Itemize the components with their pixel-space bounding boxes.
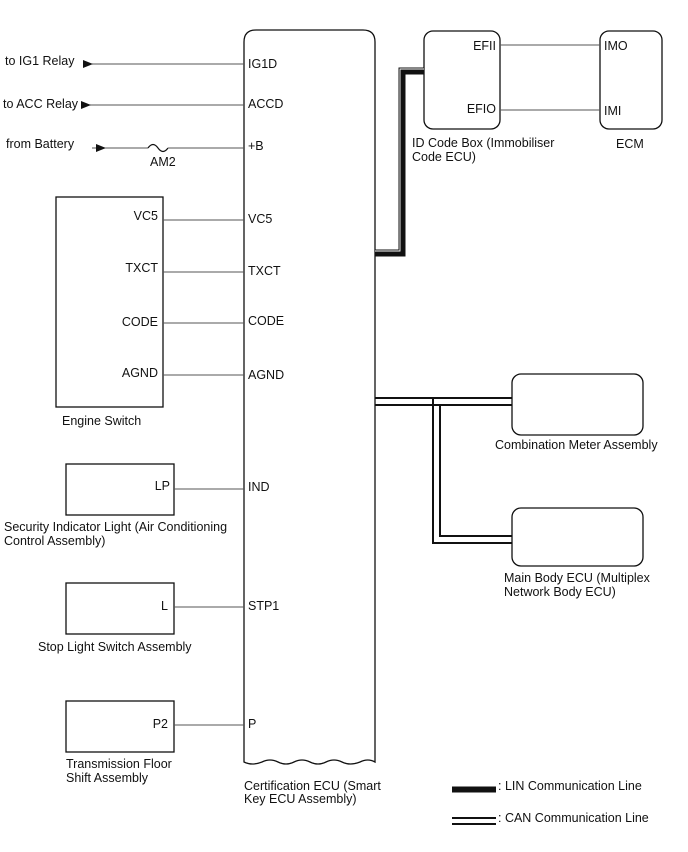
stop-light-switch-label: Stop Light Switch Assembly <box>38 640 192 654</box>
certification-ecu-label-1: Certification ECU (Smart <box>244 779 381 793</box>
ecu-pin-vc5: VC5 <box>248 212 272 226</box>
id-code-box-label-2: Code ECU) <box>412 150 476 164</box>
certification-ecu-label-2: Key ECU Assembly) <box>244 792 357 806</box>
fuse-icon <box>147 143 169 153</box>
acc-relay-label: to ACC Relay <box>3 97 79 111</box>
id-code-box-label-1: ID Code Box (Immobiliser <box>412 136 554 150</box>
ecm-pin-imo: IMO <box>604 39 628 53</box>
battery-label: from Battery <box>6 137 75 151</box>
ecm-box <box>599 30 663 130</box>
legend-lin-label: : LIN Communication Line <box>498 779 642 793</box>
legend-can-swatch <box>452 817 496 825</box>
transmission-shift-label-2: Shift Assembly <box>66 771 149 785</box>
main-body-ecu-box <box>511 507 644 567</box>
lin-line-gap <box>375 68 424 252</box>
security-indicator-pin-lp: LP <box>155 479 170 493</box>
engine-switch-pin-vc5: VC5 <box>134 209 158 223</box>
engine-switch-pin-txct: TXCT <box>125 261 158 275</box>
legend-can-label: : CAN Communication Line <box>498 811 649 825</box>
main-body-ecu-label-2: Network Body ECU) <box>504 585 616 599</box>
combination-meter-box <box>511 373 644 436</box>
ecu-pin-txct: TXCT <box>248 264 281 278</box>
stop-light-switch-box <box>65 582 175 635</box>
stop-light-switch-pin-l: L <box>161 599 168 613</box>
security-indicator-box <box>65 463 175 516</box>
ecu-pin-b: +B <box>248 139 264 153</box>
engine-switch-box <box>55 196 164 408</box>
combination-meter-label: Combination Meter Assembly <box>495 438 658 452</box>
ecu-pin-ig1d: IG1D <box>248 57 277 71</box>
security-indicator-label-2: Control Assembly) <box>4 534 105 548</box>
transmission-shift-label-1: Transmission Floor <box>66 757 172 771</box>
ecu-pin-accd: ACCD <box>248 97 283 111</box>
engine-switch-label: Engine Switch <box>62 414 141 428</box>
main-body-ecu-label-1: Main Body ECU (Multiplex <box>504 571 651 585</box>
legend-lin-swatch <box>452 785 496 793</box>
security-indicator-label-1: Security Indicator Light (Air Conditioni… <box>4 520 227 534</box>
transmission-shift-box <box>65 700 175 753</box>
id-code-box-pin-efio: EFIO <box>467 102 496 116</box>
ecu-pin-agnd: AGND <box>248 368 284 382</box>
id-code-box <box>423 30 501 130</box>
ig1-relay-label: to IG1 Relay <box>5 54 75 68</box>
engine-switch-pin-code: CODE <box>122 315 158 329</box>
can-bus-lines <box>375 397 512 544</box>
fuse-label: AM2 <box>150 155 176 169</box>
ecu-pin-code: CODE <box>248 314 284 328</box>
engine-switch-pin-agnd: AGND <box>122 366 158 380</box>
id-code-box-pin-efii: EFII <box>473 39 496 53</box>
transmission-shift-pin-p2: P2 <box>153 717 168 731</box>
ecu-pin-p: P <box>248 717 256 731</box>
ecm-pin-imi: IMI <box>604 104 621 118</box>
ecm-label: ECM <box>616 137 644 151</box>
ecu-pin-ind: IND <box>248 480 270 494</box>
certification-ecu-box <box>243 29 376 765</box>
lin-line-core <box>375 69 424 255</box>
ecu-pin-stp1: STP1 <box>248 599 279 613</box>
